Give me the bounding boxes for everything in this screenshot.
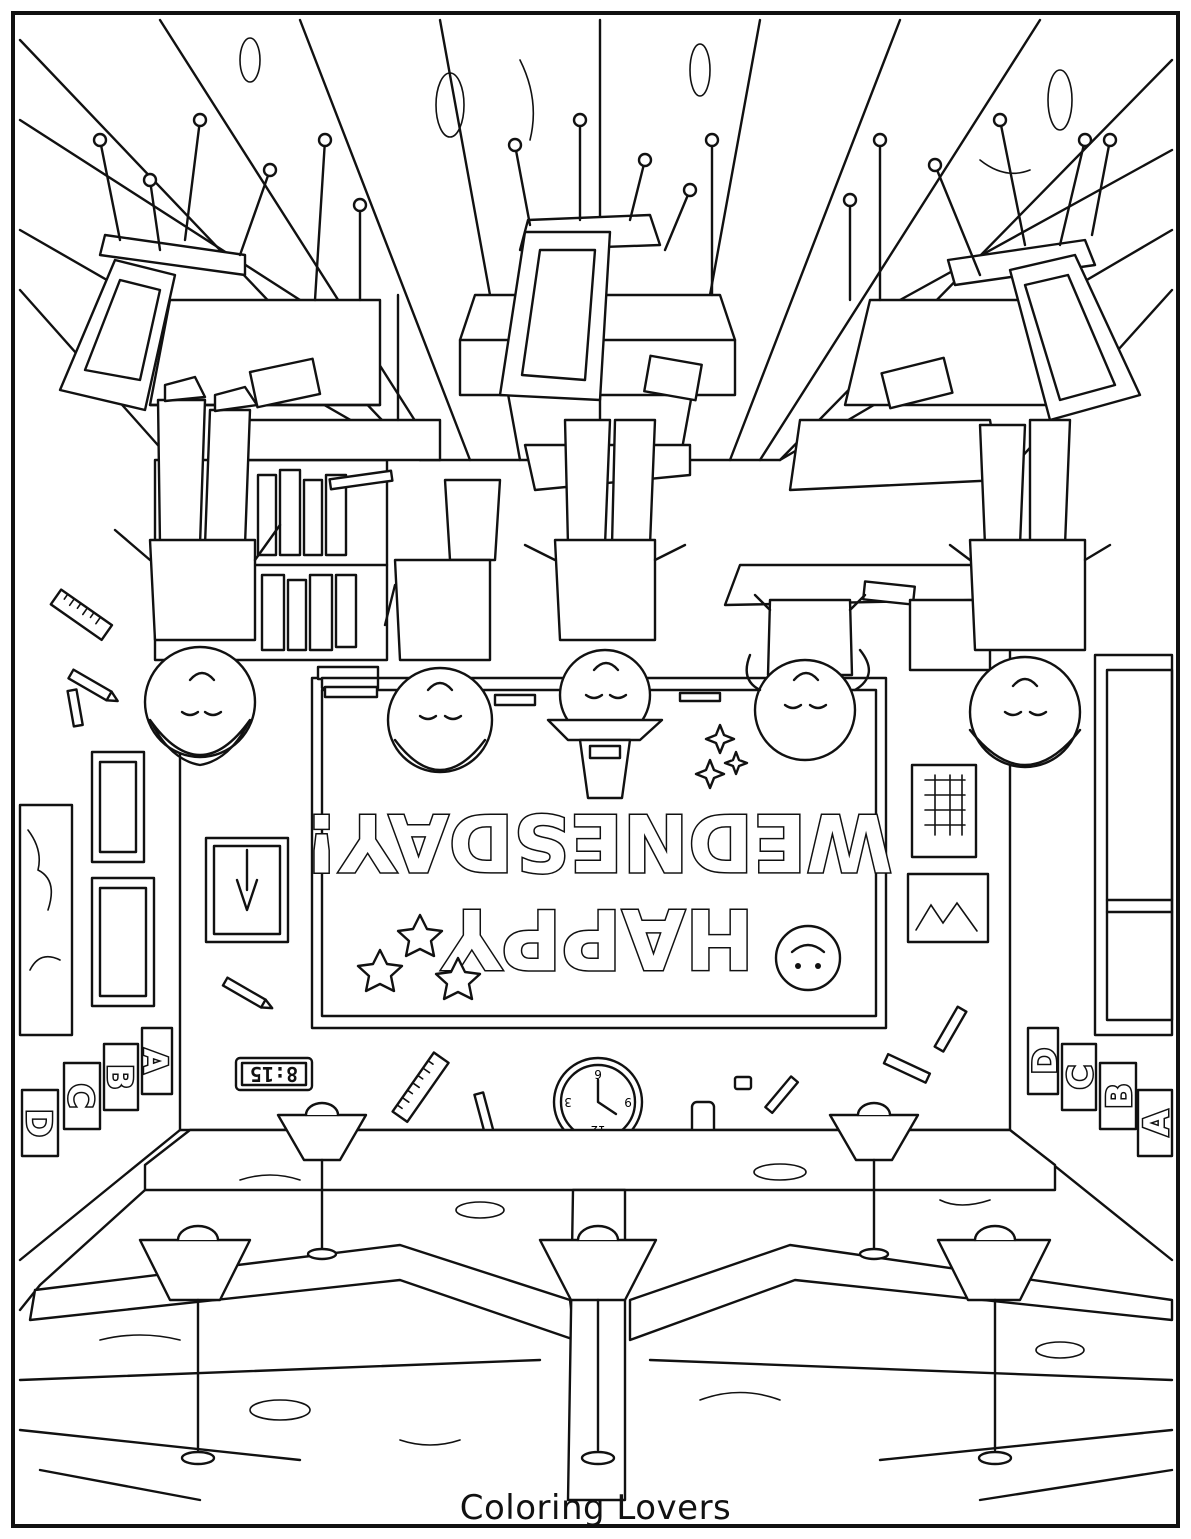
chair-left [58,112,400,422]
sparkle-icon [694,758,726,790]
alphabet-cards-left: D C B A [17,1026,176,1158]
chair-center [498,112,720,402]
board-happy-text: HAPPY [441,890,754,985]
card-letter: C [1061,1065,1101,1090]
kid-2 [383,478,502,774]
card-letter: B [1100,1083,1140,1109]
star-icon [396,913,444,958]
card-letter: D [18,1109,58,1137]
chair-right [842,112,1142,422]
card-letter: B [99,1064,139,1090]
floating-supplies [49,588,968,1148]
right-wall-art [906,653,1174,1037]
star-icon [434,956,482,1001]
wall-clock: 12 3 6 9 [552,1056,644,1148]
sparkle-icon [723,750,749,776]
page-border [11,11,1180,1528]
card-letter: C [60,1084,100,1109]
floor-planks [18,1128,1174,1502]
star-icon [356,948,404,993]
smiley-icon [774,924,842,992]
clock-number: 3 [564,1095,572,1109]
floor-lamps [138,1101,1052,1466]
board-wednesday-text: WEDNESDAY! [304,796,893,886]
upside-down-books [316,665,380,699]
watermark-text: Coloring Lovers [459,1488,732,1528]
kid-5 [948,418,1112,769]
digital-clock-time: 8:15 [250,1062,298,1086]
clock-number: 9 [624,1095,632,1109]
kid-1 [113,375,282,767]
card-letter: D [1026,1048,1064,1075]
card-letter: A [136,1049,174,1074]
kid-4 [745,593,870,762]
kid-3 [523,418,687,800]
clock-number: 6 [594,1067,602,1081]
left-wall-art [18,750,290,1037]
alphabet-cards-right: D C B A [1025,1026,1179,1158]
card-letter: A [1137,1109,1177,1136]
eraser-icon [733,1075,753,1091]
digital-clock: 8:15 [234,1056,314,1092]
sparkle-icon [704,723,736,755]
